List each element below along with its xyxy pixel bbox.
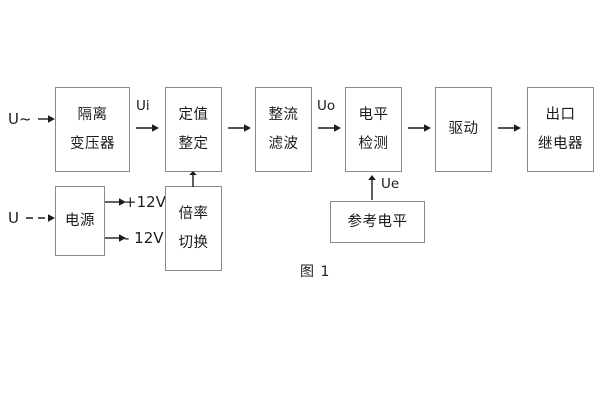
block-rectify-filter: 整流 滤波 — [255, 87, 312, 172]
block-multiplier-switch: 倍率 切换 — [165, 186, 222, 271]
block-level-detection: 电平 检测 — [345, 87, 402, 172]
block-level-detection-line-1: 电平 — [358, 107, 389, 123]
arrow-setpoint-adjust-to-rectify-filter — [228, 122, 252, 134]
rail-label-negative-12v: - 12V — [124, 229, 164, 247]
arrow-reference-level-to-level-detection — [366, 175, 378, 200]
block-level-detection-line-2: 检测 — [358, 135, 389, 152]
arrow-power-supply-rail-positive — [105, 196, 127, 208]
block-isolation-transformer-line-2: 变压器 — [70, 135, 115, 152]
block-setpoint-adjust: 定值 整定 — [165, 87, 222, 172]
input-label-u-ac: U~ — [8, 110, 32, 128]
block-reference-level-line-1: 参考电平 — [347, 213, 408, 230]
figure-caption: 图 1 — [300, 264, 331, 280]
arrow-drive-to-output-relay — [498, 122, 522, 134]
arrow-u-dc-to-power-supply — [26, 212, 56, 224]
block-setpoint-adjust-line-1: 定值 — [178, 107, 209, 123]
arrow-level-detection-to-drive — [408, 122, 432, 134]
block-setpoint-adjust-line-2: 整定 — [178, 135, 209, 152]
block-output-relay-line-1: 出口 — [545, 107, 576, 123]
block-drive-line-1: 驱动 — [448, 121, 479, 138]
arrow-power-supply-rail-negative — [105, 232, 127, 244]
block-output-relay: 出口 继电器 — [527, 87, 594, 172]
block-rectify-filter-line-2: 滤波 — [268, 135, 299, 152]
arrow-u-ac-to-isolation-transformer — [38, 113, 56, 125]
block-isolation-transformer-line-1: 隔离 — [77, 107, 108, 123]
block-drive: 驱动 — [435, 87, 492, 172]
block-isolation-transformer: 隔离 变压器 — [55, 87, 130, 172]
block-multiplier-switch-line-1: 倍率 — [178, 206, 209, 222]
signal-label-uo: Uo — [317, 98, 336, 114]
arrow-rectify-filter-to-level-detection — [318, 122, 342, 134]
block-power-supply: 电源 — [55, 186, 105, 256]
block-reference-level: 参考电平 — [330, 201, 425, 243]
block-output-relay-line-2: 继电器 — [538, 135, 583, 152]
signal-label-ui: Ui — [136, 98, 150, 114]
arrow-multiplier-switch-to-setpoint-adjust — [187, 171, 199, 187]
signal-label-ue: Ue — [381, 176, 400, 192]
block-power-supply-line-1: 电源 — [65, 212, 95, 229]
block-rectify-filter-line-1: 整流 — [268, 107, 299, 123]
arrow-isolation-transformer-to-setpoint-adjust — [136, 122, 160, 134]
input-label-u-dc: U — [8, 209, 19, 227]
rail-label-positive-12v: +12V — [124, 193, 166, 211]
block-multiplier-switch-line-2: 切换 — [178, 234, 209, 251]
